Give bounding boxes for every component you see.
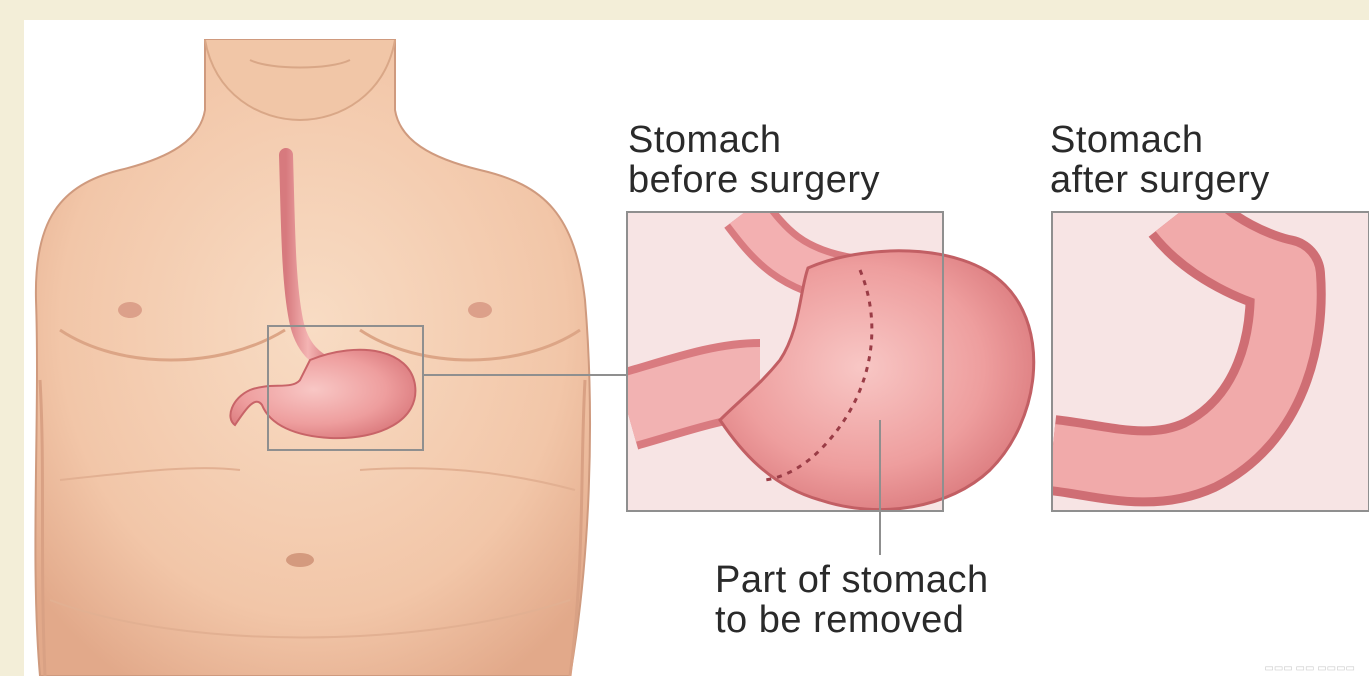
after-panel bbox=[1052, 212, 1369, 511]
before-label-line2: before surgery bbox=[628, 160, 880, 200]
removed-label-line2: to be removed bbox=[715, 600, 964, 640]
after-label-line1: Stomach bbox=[1050, 120, 1203, 160]
before-panel bbox=[627, 212, 1034, 511]
after-label-line2: after surgery bbox=[1050, 160, 1270, 200]
watermark-logo: ▭▭▭ ▭▭ ▭▭▭▭ bbox=[1264, 663, 1355, 674]
removed-label-line1: Part of stomach bbox=[715, 560, 989, 600]
before-label-line1: Stomach bbox=[628, 120, 781, 160]
